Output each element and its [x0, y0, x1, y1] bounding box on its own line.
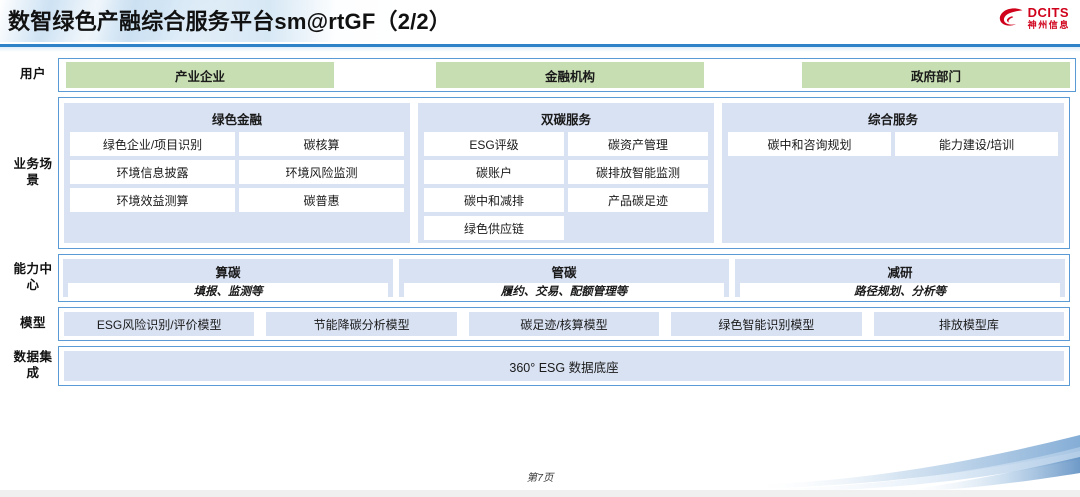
logo-text-en: DCITS [1027, 5, 1070, 20]
row-label-users: 用户 [19, 67, 46, 82]
brand-logo: DCITS 神州信息 [998, 6, 1070, 30]
model-chip[interactable]: 排放模型库 [873, 312, 1065, 336]
capability-panel-calculate[interactable]: 算碳 填报、监测等 [63, 259, 393, 299]
scenario-cell[interactable]: 碳中和减排 [424, 188, 564, 212]
row-data-content: 360° ESG 数据底座 [58, 346, 1070, 386]
page-number: 第7页 [526, 472, 554, 484]
scenario-cell[interactable]: 碳账户 [424, 160, 564, 184]
title-underline-rule [0, 44, 1080, 47]
row-label-data: 数据集成 [13, 350, 53, 380]
panel-dual-carbon-service: 双碳服务 ESG评级 碳资产管理 碳账户 碳排放智能监测 碳中和减排 产品碳足迹… [418, 103, 714, 243]
model-chip[interactable]: 碳足迹/核算模型 [468, 312, 660, 336]
data-foundation-bar[interactable]: 360° ESG 数据底座 [64, 351, 1064, 381]
capability-subtitle: 路径规划、分析等 [740, 283, 1060, 299]
capability-panel-reduce[interactable]: 减研 路径规划、分析等 [735, 259, 1065, 299]
user-chip-government[interactable]: 政府部门 [802, 62, 1070, 88]
architecture-grid: 用户 产业企业 金融机构 政府部门 业务场景 绿色金融 绿色企业/项目识别 碳核… [8, 58, 1076, 391]
panel-title-comprehensive: 综合服务 [867, 113, 918, 127]
row-models: 模型 ESG风险识别/评价模型 节能降碳分析模型 碳足迹/核算模型 绿色智能识别… [8, 307, 1070, 341]
scenario-cell[interactable]: 环境效益测算 [70, 188, 235, 212]
title-underline-glow [0, 47, 1080, 52]
capability-title: 算碳 [215, 266, 241, 280]
scenario-cell[interactable]: ESG评级 [424, 132, 564, 156]
panel-green-finance-items: 绿色企业/项目识别 碳核算 环境信息披露 环境风险监测 环境效益测算 碳普惠 [70, 132, 404, 212]
scenario-cell[interactable]: 绿色供应链 [424, 216, 564, 240]
row-label-business: 业务场景 [13, 157, 53, 187]
panel-title-dual-carbon: 双碳服务 [540, 113, 591, 127]
panel-green-finance: 绿色金融 绿色企业/项目识别 碳核算 环境信息披露 环境风险监测 环境效益测算 … [64, 103, 410, 243]
dcits-swirl-icon [999, 8, 1023, 26]
page-title: 数智绿色产融综合服务平台sm@rtGF（2/2） [8, 9, 452, 34]
scenario-cell[interactable]: 碳资产管理 [568, 132, 708, 156]
scenario-cell[interactable]: 碳核算 [239, 132, 404, 156]
capability-title: 减研 [887, 266, 913, 280]
scenario-cell[interactable]: 能力建设/培训 [895, 132, 1058, 156]
capability-subtitle: 履约、交易、配额管理等 [404, 283, 724, 299]
scenario-cell[interactable]: 碳中和咨询规划 [728, 132, 891, 156]
scenario-cell[interactable]: 产品碳足迹 [568, 188, 708, 212]
panel-title-green-finance: 绿色金融 [211, 113, 262, 127]
capability-subtitle: 填报、监测等 [68, 283, 388, 299]
logo-text-block: DCITS 神州信息 [1028, 6, 1070, 30]
panel-comprehensive-service: 综合服务 碳中和咨询规划 能力建设/培训 [722, 103, 1064, 243]
model-chip[interactable]: 绿色智能识别模型 [671, 312, 862, 336]
scenario-cell[interactable]: 环境风险监测 [239, 160, 404, 184]
panel-comprehensive-items: 碳中和咨询规划 能力建设/培训 [728, 132, 1058, 156]
user-chip-industry[interactable]: 产业企业 [66, 62, 334, 88]
row-business-content: 绿色金融 绿色企业/项目识别 碳核算 环境信息披露 环境风险监测 环境效益测算 … [58, 97, 1070, 249]
scenario-cell[interactable]: 碳排放智能监测 [568, 160, 708, 184]
row-label-capability: 能力中心 [13, 262, 53, 292]
row-data-integration: 数据集成 360° ESG 数据底座 [8, 346, 1070, 386]
row-label-model: 模型 [19, 316, 46, 331]
logo-text-cn: 神州信息 [1027, 20, 1070, 30]
model-chip[interactable]: ESG风险识别/评价模型 [64, 312, 255, 336]
user-chip-financial[interactable]: 金融机构 [436, 62, 704, 88]
capability-panel-manage[interactable]: 管碳 履约、交易、配额管理等 [399, 259, 729, 299]
row-users: 用户 产业企业 金融机构 政府部门 [8, 58, 1076, 92]
row-users-content: 产业企业 金融机构 政府部门 [58, 58, 1076, 92]
scenario-cell[interactable]: 环境信息披露 [70, 160, 235, 184]
row-business-scenarios: 业务场景 绿色金融 绿色企业/项目识别 碳核算 环境信息披露 环境风险监测 环境… [8, 97, 1070, 249]
row-capability-content: 算碳 填报、监测等 管碳 履约、交易、配额管理等 减研 路径规划、分析等 [58, 254, 1070, 302]
row-capability-center: 能力中心 算碳 填报、监测等 管碳 履约、交易、配额管理等 减研 路径规划、分析… [8, 254, 1070, 302]
bottom-edge-strip [0, 490, 1080, 497]
model-chip[interactable]: 节能降碳分析模型 [266, 312, 457, 336]
row-models-content: ESG风险识别/评价模型 节能降碳分析模型 碳足迹/核算模型 绿色智能识别模型 … [58, 307, 1070, 341]
capability-title: 管碳 [551, 266, 577, 280]
scenario-cell[interactable]: 碳普惠 [239, 188, 404, 212]
scenario-cell[interactable]: 绿色企业/项目识别 [70, 132, 235, 156]
panel-dual-carbon-items: ESG评级 碳资产管理 碳账户 碳排放智能监测 碳中和减排 产品碳足迹 绿色供应… [424, 132, 708, 240]
